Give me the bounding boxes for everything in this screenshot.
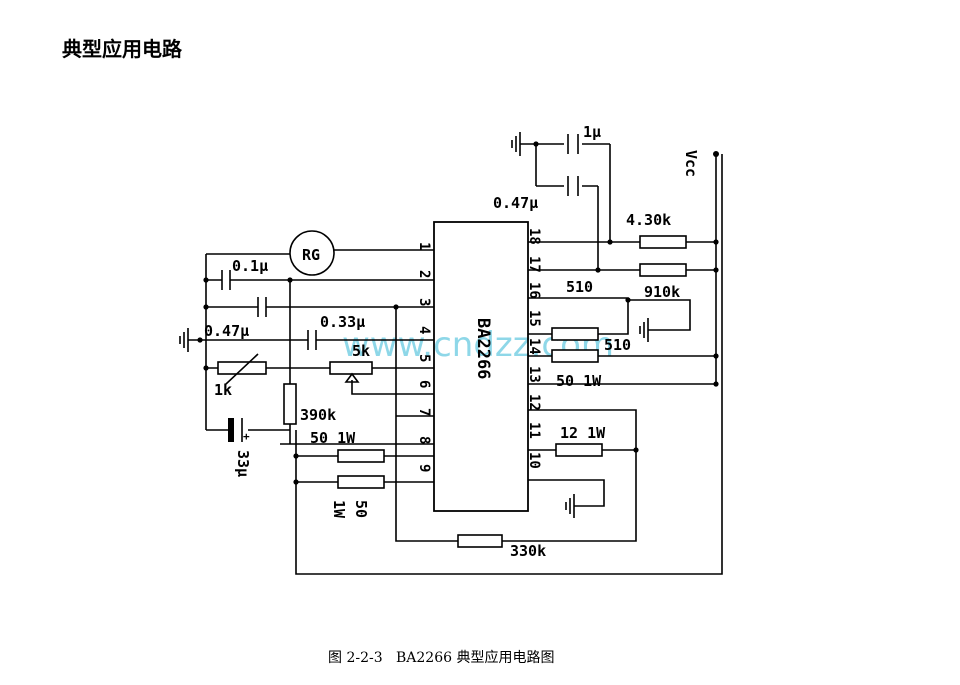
pin-number: 18 — [526, 228, 542, 245]
figure-caption: 图 2-2-3 BA2266 典型应用电路图 — [328, 650, 555, 666]
resistor-390k — [283, 383, 297, 425]
pin-number: 2 — [416, 270, 432, 278]
junction-dots — [197, 141, 719, 485]
left-pin-numbers: 1 2 3 4 5 6 7 8 9 — [416, 242, 432, 472]
pin-number: 6 — [416, 380, 432, 388]
label-r-12-1w: 12 1W — [560, 424, 606, 442]
svg-text:+: + — [243, 430, 250, 443]
resistor-50-1w-left — [337, 449, 385, 463]
resistor-50-1w-bottom — [337, 475, 385, 489]
label-r-1k: 1k — [214, 381, 232, 399]
pin-number: 9 — [416, 464, 432, 472]
resistor-330k — [457, 534, 503, 548]
ic-body — [433, 221, 529, 512]
pot-wiper — [344, 372, 360, 383]
label-r-5k: 5k — [352, 342, 370, 360]
pin-number: 5 — [416, 354, 432, 362]
pin-number: 12 — [526, 394, 542, 411]
label-c-1u: 1μ — [583, 123, 601, 141]
resistor-510-b — [551, 327, 599, 341]
label-r-390k: 390k — [300, 406, 336, 424]
label-c-033u: 0.33μ — [320, 313, 365, 331]
capacitor-33u: + — [228, 418, 250, 443]
resistor-12-1w — [555, 443, 603, 457]
label-r-910k: 910k — [644, 283, 680, 301]
label-c-047u-top: 0.47μ — [493, 194, 538, 212]
label-r-50: 50 — [352, 500, 370, 518]
capacitor-047u-top — [567, 176, 579, 196]
label-r-50-1w-right: 50 1W — [556, 372, 602, 390]
pin-number: 11 — [526, 422, 542, 439]
label-r-510-b: 510 — [604, 336, 631, 354]
variable-arrow — [225, 353, 259, 385]
pin-number: 8 — [416, 436, 432, 444]
label-r-50-w: 1W — [330, 500, 348, 519]
label-r-330k: 330k — [510, 542, 546, 560]
capacitor-033u — [307, 330, 317, 350]
resistor-50-1w-right — [551, 349, 599, 363]
label-c-01u: 0.1μ — [232, 257, 268, 275]
pin-number: 3 — [416, 298, 432, 306]
resistor-510-a — [639, 263, 687, 277]
label-c-33u: 33μ — [234, 450, 252, 477]
pin-number: 14 — [526, 338, 542, 355]
wires — [200, 143, 723, 575]
pin-number: 7 — [416, 408, 432, 416]
label-r-430k: 4.30k — [626, 211, 671, 229]
label-r-510-a: 510 — [566, 278, 593, 296]
ground-icon — [511, 132, 536, 156]
pin-number: 15 — [526, 310, 542, 327]
pin-number: 10 — [526, 452, 542, 469]
rg-label: RG — [302, 246, 320, 264]
pin-number: 16 — [526, 282, 542, 299]
pin-number: 13 — [526, 366, 542, 383]
vcc-terminal — [713, 151, 719, 157]
right-pin-numbers: 18 17 16 15 14 13 12 11 10 — [526, 228, 542, 469]
capacitor-01u — [221, 270, 231, 290]
pin-number: 17 — [526, 256, 542, 273]
capacitor-047u-left — [257, 297, 267, 317]
pin-number: 4 — [416, 326, 432, 334]
resistor-430k — [639, 235, 687, 249]
label-r-50-1w-left: 50 1W — [310, 429, 356, 447]
vcc-label: Vcc — [682, 150, 700, 177]
ground-icon — [565, 494, 586, 518]
ground-icon — [179, 328, 200, 352]
label-c-047u-left: 0.47μ — [204, 322, 249, 340]
capacitor-1u — [567, 134, 579, 154]
potentiometer-5k — [329, 361, 373, 375]
ground-icon — [639, 318, 660, 342]
ic-name: BA2266 — [473, 318, 493, 379]
page-title: 典型应用电路 — [62, 37, 182, 61]
pin-number: 1 — [416, 242, 432, 250]
rg-generator — [289, 230, 335, 276]
